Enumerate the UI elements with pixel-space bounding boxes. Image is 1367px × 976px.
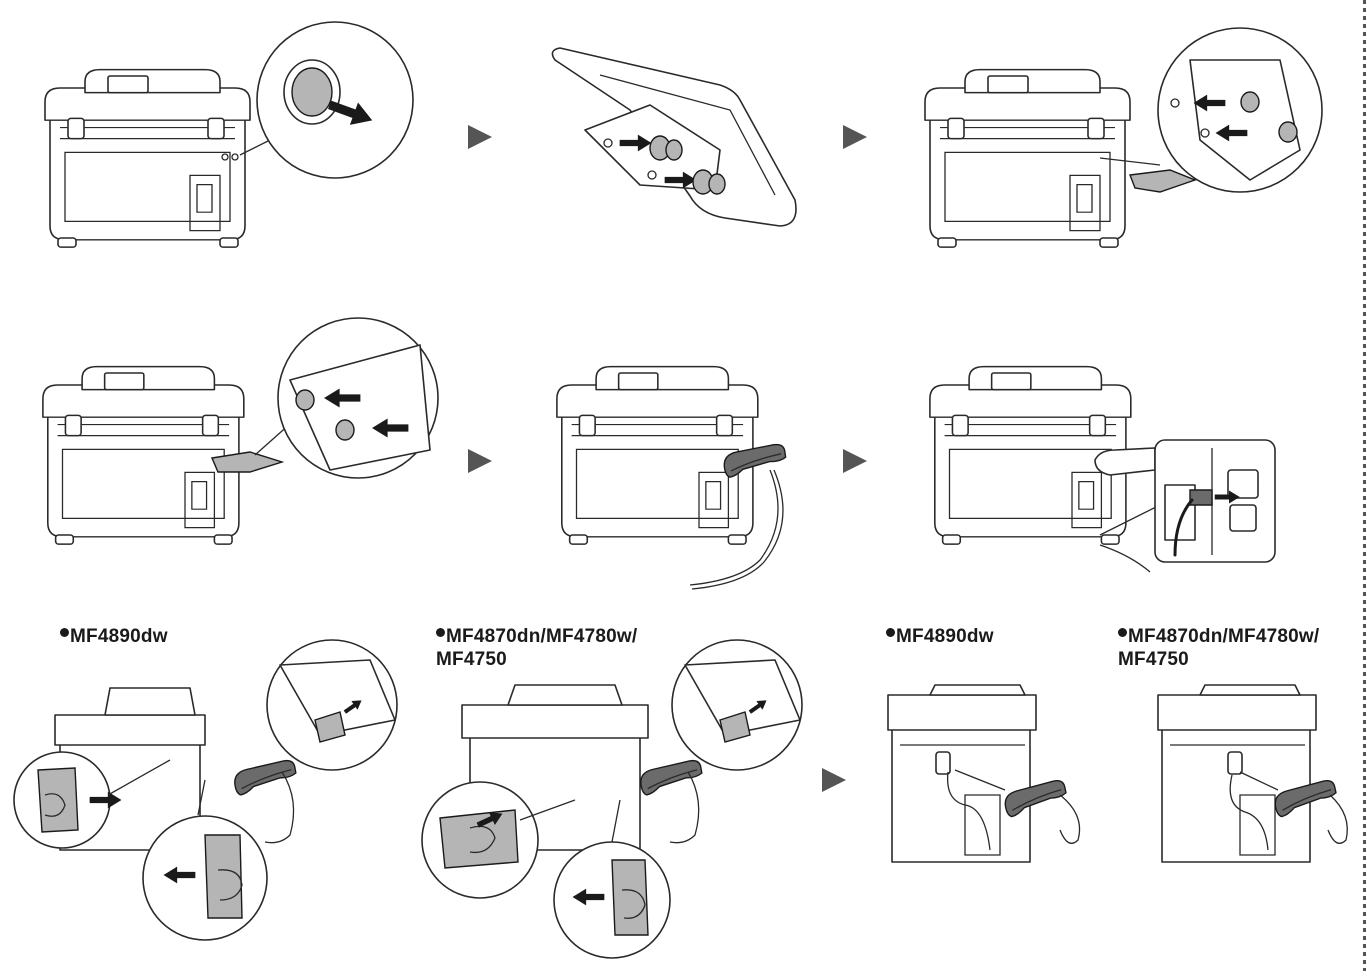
step-1-remove-covers <box>44 21 414 248</box>
page-edge-perforation <box>1363 0 1366 971</box>
step-7b-hook-mf4870dn <box>421 639 803 959</box>
play-triangle-icon <box>843 449 867 473</box>
step-8b-result-mf4870dn <box>1157 684 1348 863</box>
bullet-icon <box>436 628 445 637</box>
model-label-mf4890dw-right: MF4890dw <box>886 625 994 648</box>
step-3-attach-handset-cradle <box>924 27 1323 248</box>
model-label-mf4890dw-left: MF4890dw <box>60 625 168 648</box>
step-7a-hook-mf4890dw <box>13 639 398 941</box>
play-triangle-icon <box>468 125 492 149</box>
model-label-mf4870dn-right: MF4870dn/MF4780w/ MF4750 <box>1118 626 1320 670</box>
play-triangle-icon <box>468 449 492 473</box>
step-8a-result-mf4890dw <box>887 684 1081 863</box>
play-triangle-icon <box>822 768 846 792</box>
step-6-connect-cable <box>929 365 1276 573</box>
step-4-fix-cradle <box>42 317 439 545</box>
step-5-place-handset <box>556 365 788 590</box>
model-label-mf4870dn-left: MF4870dn/MF4780w/ MF4750 <box>436 626 638 670</box>
bullet-icon <box>1118 628 1127 637</box>
bullet-icon <box>60 628 69 637</box>
bullet-icon <box>886 628 895 637</box>
step-2-attach-screws <box>551 47 797 227</box>
play-triangle-icon <box>843 125 867 149</box>
